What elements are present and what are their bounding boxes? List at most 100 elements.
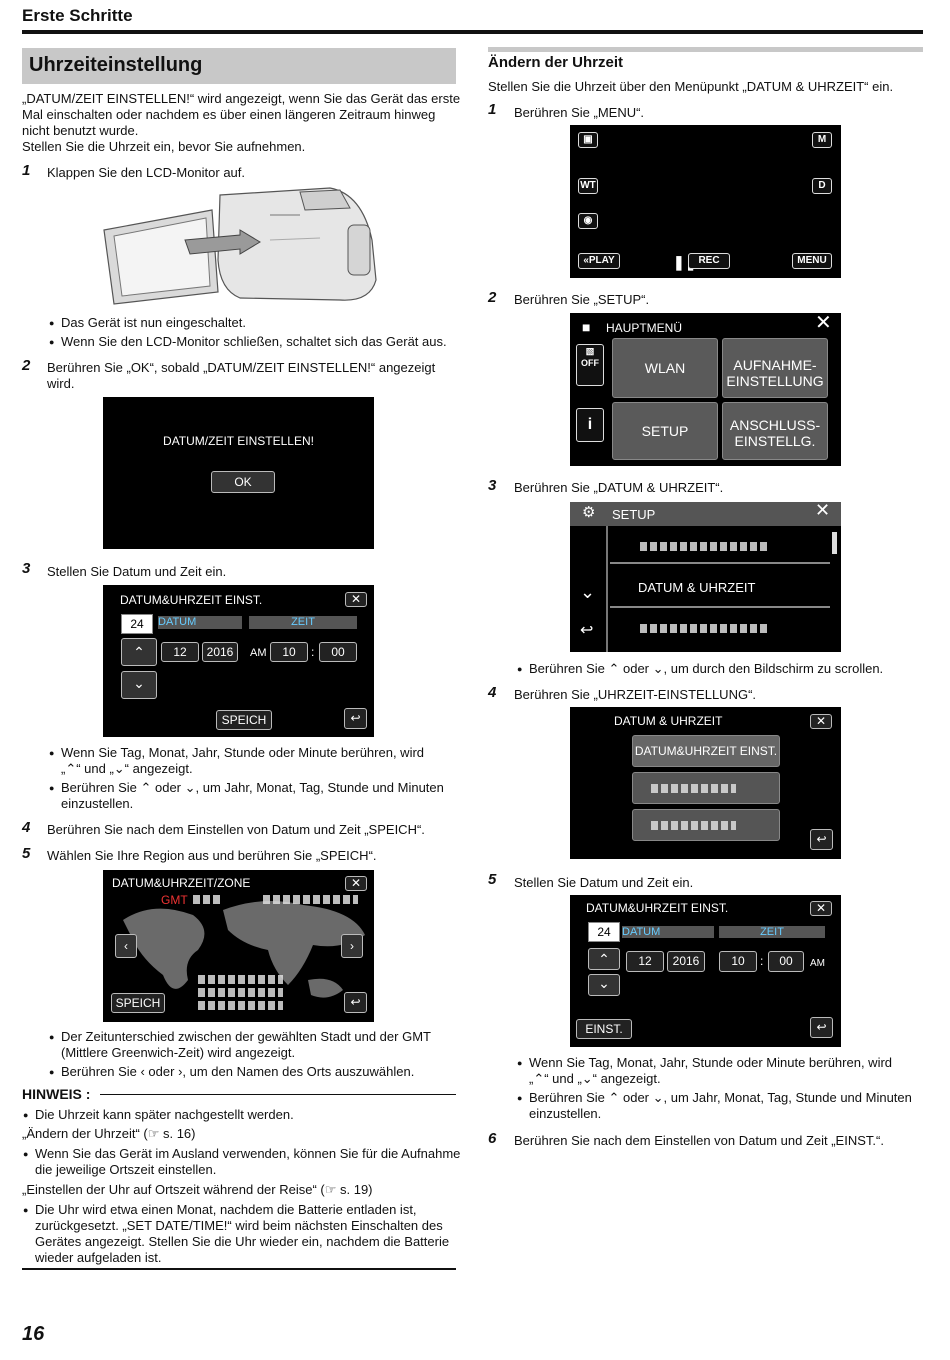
info-icon[interactable]: i: [576, 408, 604, 442]
screen-datetime-set: DATUM/ZEIT EINSTELLEN! OK: [103, 397, 374, 549]
day-field[interactable]: 24: [588, 922, 620, 942]
month-field[interactable]: 12: [626, 951, 664, 972]
year-field[interactable]: 2016: [202, 642, 238, 662]
save-button[interactable]: SPEICH: [216, 710, 272, 730]
close-icon[interactable]: ✕: [345, 876, 367, 891]
scrollbar[interactable]: [832, 532, 837, 554]
play-button[interactable]: «PLAY: [578, 253, 620, 269]
note-bullet: Wenn Sie das Gerät im Ausland verwenden,…: [23, 1146, 460, 1162]
page-header: Erste Schritte: [22, 6, 133, 25]
list-item-datetime[interactable]: DATUM & UHRZEIT: [610, 568, 830, 608]
note-bullet: Die Uhr wird etwa einen Monat, nachdem d…: [23, 1202, 417, 1218]
blurred-text: [640, 624, 770, 633]
bullet: Berühren Sie ⌃ oder ⌄, um Jahr, Monat, T…: [517, 1090, 912, 1106]
section-title: Ändern der Uhrzeit: [488, 54, 624, 71]
back-icon[interactable]: ↩: [810, 829, 833, 850]
screen-title: DATUM&UHRZEIT EINST.: [586, 901, 729, 915]
step-number: 4: [22, 819, 31, 836]
header-rule: [22, 30, 923, 34]
hour-field[interactable]: 10: [270, 642, 308, 662]
datetime-set-item[interactable]: DATUM&UHRZEIT EINST.: [632, 735, 780, 767]
back-icon[interactable]: ↩: [344, 992, 367, 1013]
step-number: 2: [22, 357, 31, 374]
list-item[interactable]: [610, 612, 830, 648]
day-field[interactable]: 24: [121, 614, 153, 634]
note-bullet-cont: zurückgesetzt. „SET DATE/TIME!“ wird bei…: [35, 1218, 443, 1233]
setup-button[interactable]: SETUP: [612, 402, 718, 460]
minute-field[interactable]: 00: [768, 951, 804, 972]
chevron-down-icon[interactable]: ⌄: [121, 671, 157, 699]
back-icon[interactable]: ↩: [344, 708, 367, 729]
screen-record: ▣ M WT D ◉ «PLAY ❚❚ REC MENU: [570, 125, 841, 278]
set-button[interactable]: EINST.: [576, 1019, 632, 1039]
step-number: 4: [488, 684, 497, 701]
month-field[interactable]: 12: [161, 642, 199, 662]
gear-icon: ⚙: [582, 504, 596, 521]
blurred-text: [193, 895, 223, 904]
minute-field[interactable]: 00: [319, 642, 357, 662]
step-text: Berühren Sie nach dem Einstellen von Dat…: [514, 1133, 884, 1148]
step-number: 1: [22, 162, 31, 179]
step-text: Berühren Sie „OK“, sobald „DATUM/ZEIT EI…: [47, 360, 436, 375]
close-icon[interactable]: ✕: [815, 313, 832, 334]
note-bullet-cont: Gerätes angezeigt. Stellen Sie die Uhr w…: [35, 1234, 450, 1249]
video-mode-icon[interactable]: ▣: [578, 132, 598, 148]
gmt-label: GMT: [161, 893, 188, 907]
recording-settings-button[interactable]: AUFNAHME-EINSTELLUNG: [722, 338, 828, 398]
chevron-up-icon[interactable]: ⌃: [121, 638, 157, 666]
bullet: Wenn Sie Tag, Monat, Jahr, Stunde oder M…: [517, 1055, 892, 1071]
year-field[interactable]: 2016: [667, 951, 705, 972]
screen-title: SETUP: [612, 507, 656, 522]
step-text-cont: wird.: [47, 376, 75, 391]
chevron-up-icon[interactable]: ⌃: [588, 948, 620, 970]
back-icon[interactable]: ↩: [810, 1017, 833, 1038]
save-button[interactable]: SPEICH: [111, 993, 165, 1013]
bullet: Berühren Sie ⌃ oder ⌄, um Jahr, Monat, T…: [49, 780, 444, 796]
intro-line-4: Stellen Sie die Uhrzeit ein, bevor Sie a…: [22, 139, 306, 154]
list-item[interactable]: [632, 809, 780, 841]
list-item[interactable]: [632, 772, 780, 804]
hour-field[interactable]: 10: [719, 951, 757, 972]
close-icon[interactable]: ✕: [345, 592, 367, 607]
menu-button[interactable]: MENU: [792, 253, 832, 269]
movie-camera-icon: ■: [582, 319, 591, 335]
rec-button[interactable]: REC: [688, 253, 730, 269]
button-label: ANSCHLUSS-: [729, 417, 821, 433]
step-text: Stellen Sie Datum und Zeit ein.: [514, 875, 694, 890]
note-bottom-rule: [22, 1268, 456, 1270]
step-text: Klappen Sie den LCD-Monitor auf.: [47, 165, 246, 180]
screen-title: DATUM&UHRZEIT/ZONE: [112, 876, 251, 890]
close-icon[interactable]: ✕: [815, 502, 831, 520]
back-icon[interactable]: ↩: [580, 622, 594, 639]
note-bullet-cont: wieder aufgeladen ist.: [35, 1250, 162, 1265]
blurred-text: [263, 895, 358, 904]
note-bullet-cont: die jeweilige Ortszeit einstellen.: [35, 1162, 217, 1177]
note-reference-link[interactable]: „Ändern der Uhrzeit“ (☞ s. 16): [22, 1126, 196, 1141]
step-text: Berühren Sie „DATUM & UHRZEIT“.: [514, 480, 724, 495]
mode-m-icon[interactable]: M: [812, 132, 832, 148]
wlan-button[interactable]: WLAN: [612, 338, 718, 398]
chevron-down-icon[interactable]: ⌄: [588, 974, 620, 996]
bullet-cont: „⌃“ und „⌄“ angezeigt.: [529, 1071, 661, 1086]
off-label: OFF: [581, 358, 599, 368]
section-title-box: Uhrzeiteinstellung: [22, 48, 456, 84]
close-icon[interactable]: ✕: [810, 901, 832, 916]
close-icon[interactable]: ✕: [810, 714, 832, 729]
mode-d-icon[interactable]: D: [812, 178, 832, 194]
camera-icon[interactable]: ◉: [578, 213, 598, 229]
wt-icon[interactable]: WT: [578, 178, 598, 194]
ok-button[interactable]: OK: [211, 471, 275, 493]
chevron-left-icon[interactable]: ‹: [115, 934, 137, 958]
note-title: HINWEIS :: [22, 1086, 91, 1102]
video-off-icon[interactable]: ▧OFF: [576, 344, 604, 386]
screen-date-time-menu: DATUM & UHRZEIT ✕ DATUM&UHRZEIT EINST. ↩: [570, 707, 841, 859]
note-reference-link[interactable]: „Einstellen der Uhr auf Ortszeit während…: [22, 1182, 373, 1197]
bullet-cont: „⌃“ und „⌄“ angezeigt.: [61, 761, 193, 776]
section-rule: [488, 47, 923, 52]
list-item[interactable]: [610, 530, 830, 564]
screen-main-menu: ■ HAUPTMENÜ ✕ ▧OFF i WLAN AUFNAHME-EINST…: [570, 313, 841, 466]
screen-title: HAUPTMENÜ: [606, 321, 683, 335]
chevron-down-icon[interactable]: ⌄: [580, 582, 596, 602]
connection-settings-button[interactable]: ANSCHLUSS-EINSTELLG.: [722, 402, 828, 460]
chevron-right-icon[interactable]: ›: [341, 934, 363, 958]
